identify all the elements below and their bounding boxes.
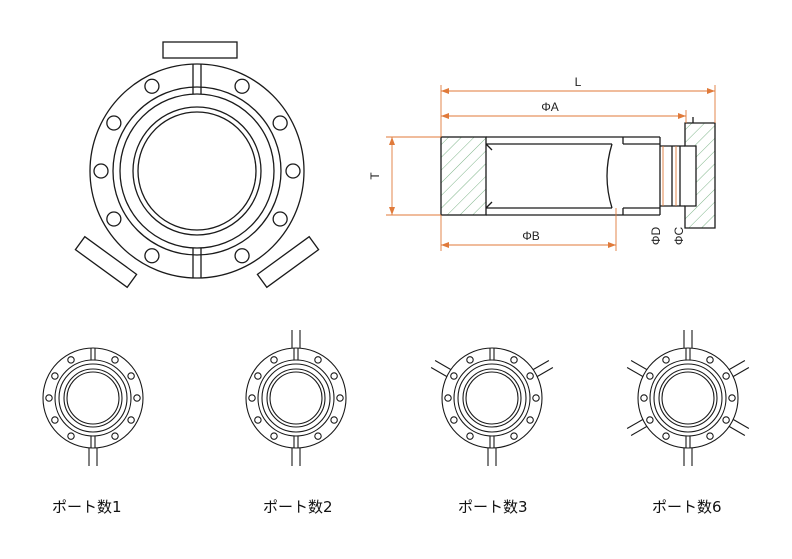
bolt-hole [106, 115, 122, 131]
bolt-hole [510, 356, 518, 364]
bolt-hole [144, 248, 160, 264]
bore-outer [63, 368, 123, 428]
main-flange-ring [112, 86, 282, 256]
bolt-hole [706, 356, 714, 364]
bolt-hole [466, 432, 474, 440]
main-inner-ring [119, 93, 275, 249]
bore-outer [266, 368, 326, 428]
main-bore-inner [137, 111, 257, 231]
dim-label-t: T [368, 172, 382, 180]
bore-outer [462, 368, 522, 428]
bolt-hole [144, 78, 160, 94]
bolt-hole [67, 356, 75, 364]
flange-outer [42, 347, 144, 449]
inner-ring [653, 363, 723, 433]
bolt-hole [336, 394, 344, 402]
inner-ring [261, 363, 331, 433]
main-front-view [74, 41, 320, 289]
main-bore-outer [132, 106, 262, 236]
flange-outer [637, 347, 739, 449]
bolt-hole [67, 432, 75, 440]
dim-label-dia-c: ΦC [672, 227, 686, 246]
bolt-hole [640, 394, 648, 402]
bolt-hole [728, 394, 736, 402]
bolt-hole [722, 372, 730, 380]
port-variant-6 [626, 330, 750, 466]
flange-ring [54, 359, 132, 437]
bolt-hole [127, 416, 135, 424]
inner-ring [457, 363, 527, 433]
bolt-hole [314, 432, 322, 440]
bolt-hole [285, 163, 301, 179]
bore-inner [661, 371, 715, 425]
bolt-hole [450, 416, 458, 424]
bolt-hole [51, 372, 59, 380]
bolt-hole [526, 372, 534, 380]
bolt-hole [330, 416, 338, 424]
bolt-hole [314, 356, 322, 364]
bolt-hole [532, 394, 540, 402]
bolt-hole [127, 372, 135, 380]
top-port-tab [162, 41, 238, 59]
bolt-hole [272, 115, 288, 131]
dim-label-dia-b: ΦB [522, 229, 540, 243]
port-caption-1: ポート数1 [52, 498, 122, 516]
dim-label-dia-d: ΦD [649, 227, 663, 246]
bolt-hole [722, 416, 730, 424]
section-right-flange [684, 122, 716, 229]
bolt-hole [93, 163, 109, 179]
side-section-view: L ΦA ΦB T ΦD ΦC [368, 75, 716, 251]
bolt-hole [272, 211, 288, 227]
bolt-hole [706, 432, 714, 440]
bolt-hole [526, 416, 534, 424]
port-variants [42, 330, 750, 466]
bolt-hole [662, 356, 670, 364]
port-caption-2: ポート数2 [263, 498, 333, 516]
main-bolt-holes [93, 78, 301, 264]
bolt-hole [234, 248, 250, 264]
bolt-hole [45, 394, 53, 402]
port-variant-1 [42, 347, 144, 466]
left-port-tab [74, 235, 138, 289]
bolt-hole [646, 416, 654, 424]
section-flange-block [440, 136, 487, 216]
bore-outer [658, 368, 718, 428]
flange-ring [453, 359, 531, 437]
bolt-hole [106, 211, 122, 227]
bolt-hole [133, 394, 141, 402]
bolt-hole [254, 416, 262, 424]
inner-ring [58, 363, 128, 433]
bolt-hole [662, 432, 670, 440]
port-caption-3: ポート数3 [458, 498, 528, 516]
port-variant-2 [245, 330, 347, 466]
flange-ring [649, 359, 727, 437]
bolt-hole [444, 394, 452, 402]
bore-inner [66, 371, 120, 425]
right-port-tab [256, 235, 320, 289]
bolt-hole [111, 356, 119, 364]
bolt-hole [254, 372, 262, 380]
flange-outer [245, 347, 347, 449]
bore-inner [465, 371, 519, 425]
flange-ring [257, 359, 335, 437]
bolt-hole [510, 432, 518, 440]
flange-outer [441, 347, 543, 449]
dim-label-dia-a: ΦA [541, 100, 559, 114]
port-variant-3 [430, 347, 554, 466]
bolt-hole [450, 372, 458, 380]
bolt-hole [330, 372, 338, 380]
bolt-hole [51, 416, 59, 424]
bolt-hole [234, 78, 250, 94]
bore-inner [269, 371, 323, 425]
bolt-hole [270, 432, 278, 440]
bolt-hole [111, 432, 119, 440]
bolt-hole [270, 356, 278, 364]
main-flange-outer [89, 63, 305, 279]
bolt-hole [646, 372, 654, 380]
port-caption-6: ポート数6 [652, 498, 722, 516]
bolt-hole [248, 394, 256, 402]
bolt-hole [466, 356, 474, 364]
dim-label-l: L [575, 75, 582, 89]
